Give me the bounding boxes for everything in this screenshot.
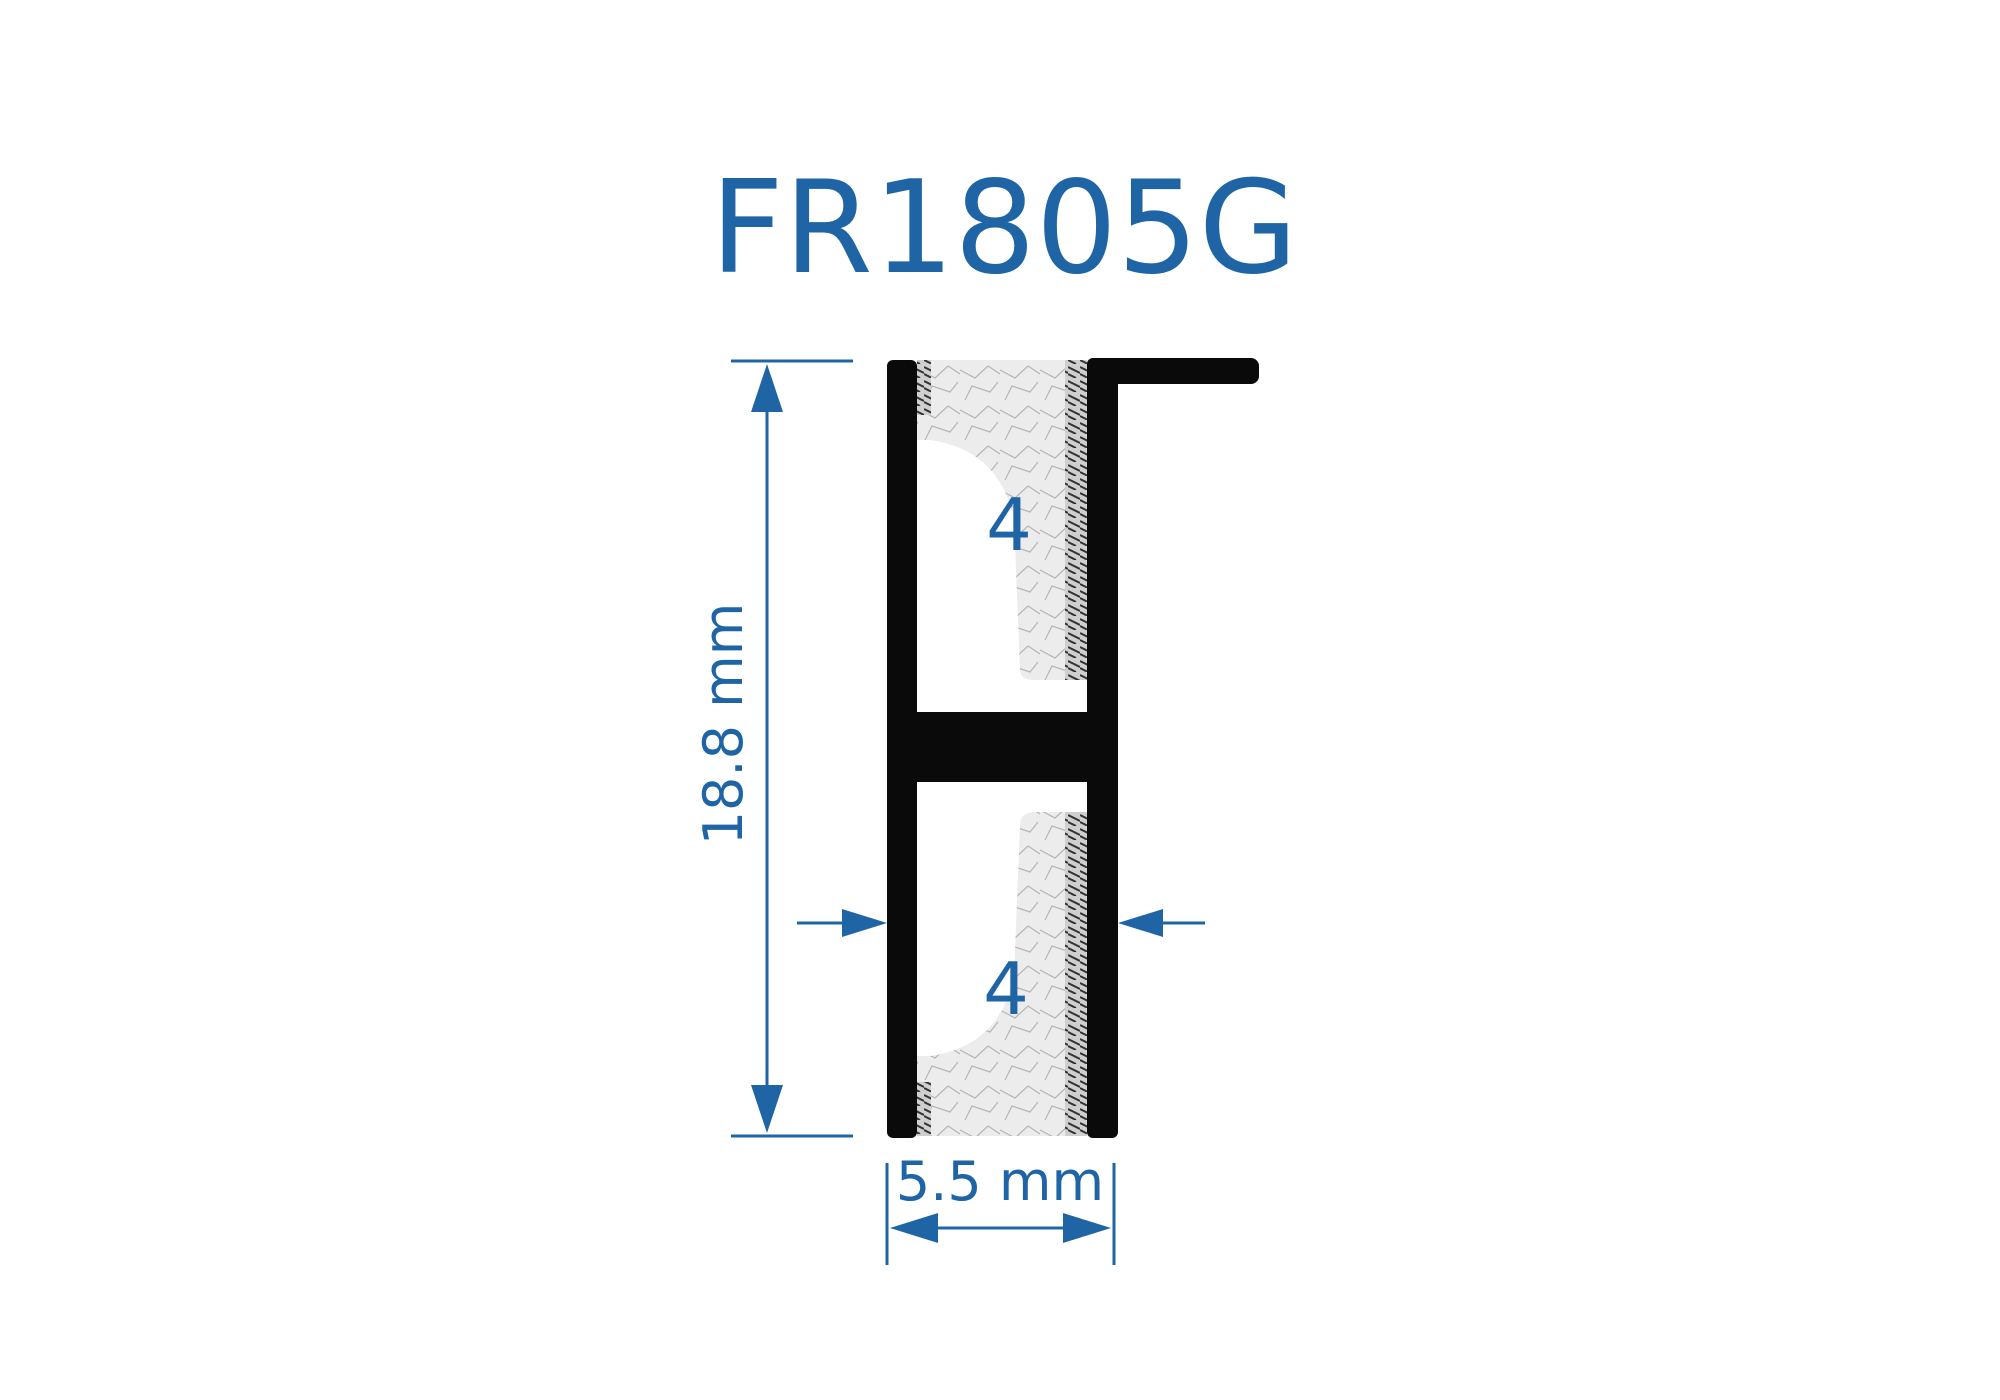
width-label: 5.5 mm [896, 1150, 1104, 1213]
width-dimension [885, 1163, 1116, 1265]
product-title: FR1805G [710, 154, 1298, 303]
height-dimension [731, 359, 853, 1138]
chamber-label-upper: 4 [986, 483, 1032, 567]
lower-foam-insert [917, 812, 1087, 1136]
chamber-label-lower: 4 [983, 947, 1029, 1031]
height-label: 18.8 mm [692, 603, 755, 846]
thickness-arrows [797, 909, 1205, 937]
upper-foam-insert [917, 360, 1087, 680]
aluminium-profile [887, 358, 1259, 1138]
